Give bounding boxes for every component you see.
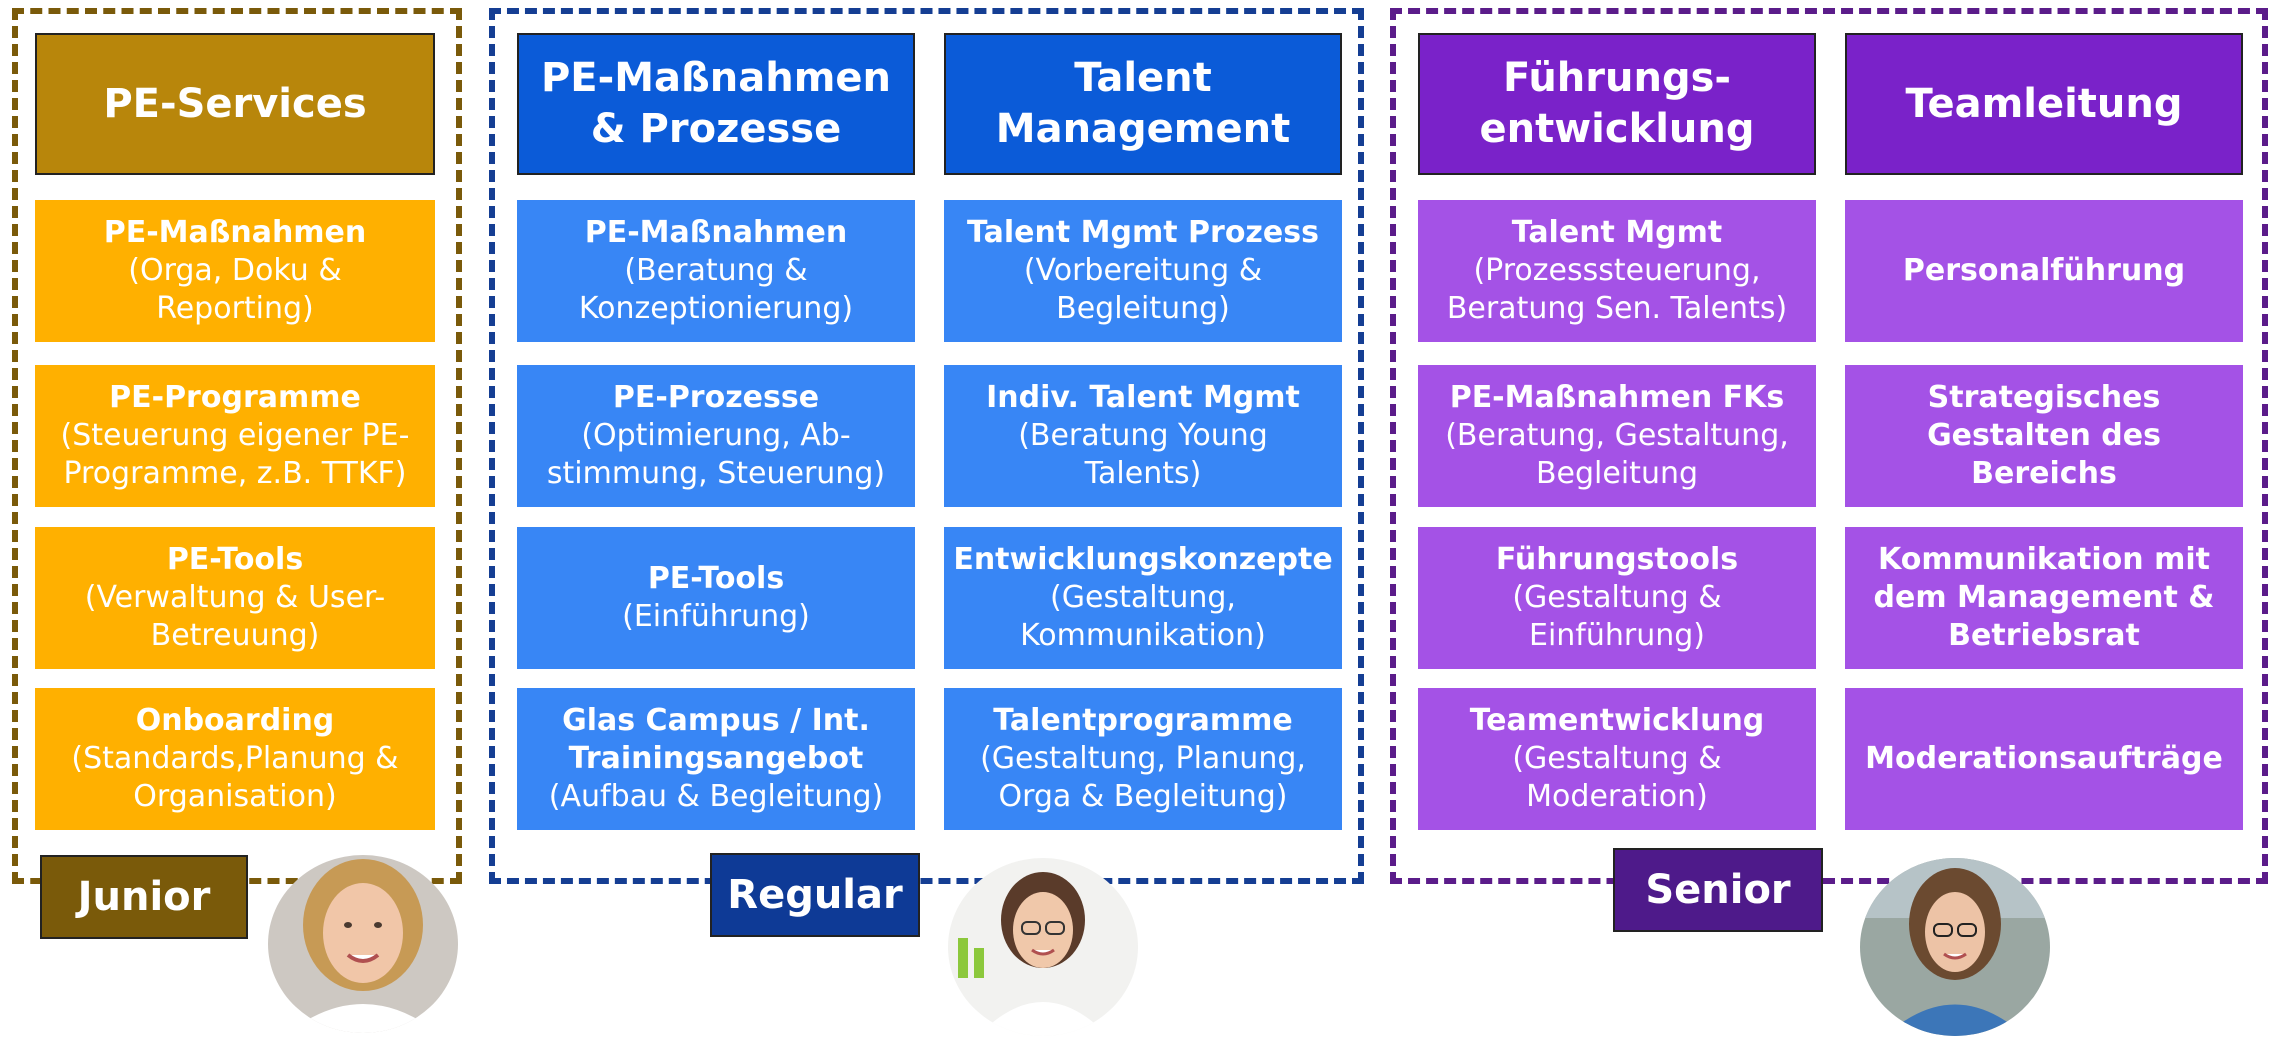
- task-description: (Gestaltung & Moderation): [1512, 741, 1722, 814]
- column-header-fuehrungsentwicklung: Führungs- entwicklung: [1418, 33, 1816, 175]
- task-title: Glas Campus / Int. Trainingsangebot: [562, 703, 870, 776]
- task-description: (Gestaltung, Planung, Orga & Begleitung): [980, 741, 1306, 814]
- task-card: Onboarding (Standards,Planung & Organisa…: [35, 688, 435, 830]
- column-header-pe-massnahmen-prozesse: PE-Maßnahmen & Prozesse: [517, 33, 915, 175]
- task-card: PE-Tools (Verwaltung & User- Betreuung): [35, 527, 435, 669]
- task-card: Indiv. Talent Mgmt (Beratung Young Talen…: [944, 365, 1342, 507]
- task-title: Indiv. Talent Mgmt: [986, 380, 1300, 415]
- task-description: (Prozesssteuerung, Beratung Sen. Talents…: [1446, 253, 1788, 326]
- level-label-junior: Junior: [40, 855, 248, 939]
- column-header-teamleitung: Teamleitung: [1845, 33, 2243, 175]
- task-title: Talent Mgmt Prozess: [967, 215, 1319, 250]
- person-portrait-junior: [268, 855, 458, 1033]
- task-description: (Steuerung eigener PE- Programme, z.B. T…: [60, 418, 410, 491]
- task-description: (Verwaltung & User- Betreuung): [84, 580, 386, 653]
- task-description: (Beratung, Gestaltung, Begleitung: [1445, 418, 1789, 491]
- task-description: (Aufbau & Begleitung): [548, 779, 884, 814]
- task-card: Talent Mgmt Prozess (Vorbereitung & Begl…: [944, 200, 1342, 342]
- task-title: PE-Tools: [647, 561, 785, 596]
- task-description: (Gestaltung, Kommunikation): [1020, 580, 1266, 653]
- task-card: Talentprogramme (Gestaltung, Planung, Or…: [944, 688, 1342, 830]
- task-title: Moderationsaufträge: [1865, 741, 2223, 776]
- task-title: Teamentwicklung: [1469, 703, 1765, 738]
- task-title: Talentprogramme: [993, 703, 1293, 738]
- task-title: PE-Programme: [109, 380, 361, 415]
- column-header-talent-management: Talent Management: [944, 33, 1342, 175]
- level-label-senior: Senior: [1613, 848, 1823, 932]
- task-description: (Beratung & Konzeptionierung): [578, 253, 854, 326]
- senior-person-photo: [1860, 858, 2050, 1036]
- task-title: Führungstools: [1495, 542, 1739, 577]
- task-card: Teamentwicklung (Gestaltung & Moderation…: [1418, 688, 1816, 830]
- task-card: PE-Programme (Steuerung eigener PE- Prog…: [35, 365, 435, 507]
- task-card: PE-Maßnahmen (Beratung & Konzeptionierun…: [517, 200, 915, 342]
- task-title: Personalführung: [1902, 253, 2186, 288]
- task-description: (Orga, Doku & Reporting): [128, 253, 342, 326]
- task-title: Entwicklungskonzepte: [953, 542, 1333, 577]
- person-portrait-senior: [1860, 858, 2050, 1036]
- task-description: (Einführung): [622, 599, 810, 634]
- task-card: Entwicklungskonzepte (Gestaltung, Kommun…: [944, 527, 1342, 669]
- task-card: Führungstools (Gestaltung & Einführung): [1418, 527, 1816, 669]
- regular-group-frame: [489, 8, 1364, 884]
- task-card: PE-Prozesse (Optimierung, Ab- stimmung, …: [517, 365, 915, 507]
- task-card: Kommunikation mit dem Management & Betri…: [1845, 527, 2243, 669]
- task-title: Onboarding: [135, 703, 335, 738]
- task-card: PE-Maßnahmen FKs (Beratung, Gestaltung, …: [1418, 365, 1816, 507]
- task-title: PE-Maßnahmen: [584, 215, 848, 250]
- regular-person-photo: [948, 858, 1138, 1036]
- task-title: Talent Mgmt: [1511, 215, 1723, 250]
- task-description: (Beratung Young Talents): [1018, 418, 1268, 491]
- task-card: Moderationsaufträge: [1845, 688, 2243, 830]
- task-description: (Standards,Planung & Organisation): [71, 741, 399, 814]
- task-title: PE-Prozesse: [612, 380, 820, 415]
- task-title: Strategisches Gestalten des Bereichs: [1927, 380, 2161, 491]
- task-card: Personalführung: [1845, 200, 2243, 342]
- task-card: Glas Campus / Int. Trainingsangebot (Auf…: [517, 688, 915, 830]
- task-card: PE-Tools (Einführung): [517, 527, 915, 669]
- task-title: PE-Maßnahmen FKs: [1449, 380, 1785, 415]
- task-title: PE-Maßnahmen: [103, 215, 367, 250]
- task-description: (Vorbereitung & Begleitung): [1023, 253, 1263, 326]
- senior-group-frame: [1390, 8, 2268, 884]
- task-description: (Gestaltung & Einführung): [1512, 580, 1722, 653]
- column-header-pe-services: PE-Services: [35, 33, 435, 175]
- level-label-regular: Regular: [710, 853, 920, 937]
- task-card: PE-Maßnahmen (Orga, Doku & Reporting): [35, 200, 435, 342]
- person-portrait-regular: [948, 858, 1138, 1036]
- task-card: Strategisches Gestalten des Bereichs: [1845, 365, 2243, 507]
- task-card: Talent Mgmt (Prozesssteuerung, Beratung …: [1418, 200, 1816, 342]
- task-title: Kommunikation mit dem Management & Betri…: [1873, 542, 2215, 653]
- task-title: PE-Tools: [166, 542, 304, 577]
- junior-person-photo: [268, 855, 458, 1033]
- task-description: (Optimierung, Ab- stimmung, Steuerung): [546, 418, 886, 491]
